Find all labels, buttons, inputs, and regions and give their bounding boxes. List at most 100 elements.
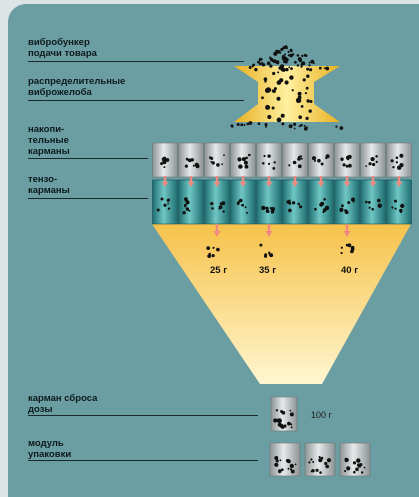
- granule: [313, 62, 315, 64]
- granule: [243, 160, 248, 165]
- tenzo-pocket: [204, 179, 230, 225]
- granule: [289, 463, 294, 469]
- granule: [184, 205, 187, 208]
- granule: [221, 163, 224, 166]
- granule: [312, 461, 315, 463]
- granule: [269, 64, 273, 68]
- granule: [311, 469, 315, 473]
- flow-arrows: [161, 176, 403, 237]
- granule: [306, 74, 310, 78]
- granule: [297, 164, 302, 169]
- granule: [182, 211, 186, 215]
- granule: [216, 163, 220, 167]
- discharge-arrow: [345, 224, 349, 232]
- granule: [377, 203, 382, 208]
- granule: [392, 166, 395, 169]
- granule: [286, 458, 290, 463]
- granule: [289, 409, 292, 412]
- granule: [280, 47, 284, 52]
- granule: [258, 57, 262, 62]
- granule: [291, 53, 295, 56]
- granule: [298, 125, 301, 128]
- granule: [236, 123, 240, 126]
- granule: [318, 458, 323, 463]
- granule: [345, 155, 350, 160]
- granule: [350, 249, 354, 254]
- granule: [194, 162, 199, 167]
- granule: [264, 80, 267, 83]
- granule: [318, 66, 322, 70]
- granule: [265, 209, 270, 213]
- granule: [208, 252, 211, 256]
- granule: [368, 162, 372, 166]
- granule: [305, 86, 309, 90]
- granule: [219, 202, 223, 206]
- granule: [165, 158, 170, 162]
- granule: [368, 206, 371, 209]
- granule: [274, 456, 279, 460]
- tenzo-pocket: [360, 179, 386, 225]
- label-vibrochutes: распределительные виброжелоба: [28, 76, 126, 98]
- down-arrow: [267, 176, 271, 183]
- granule: [308, 61, 311, 64]
- down-arrow-head: [213, 182, 221, 187]
- granule: [299, 205, 303, 209]
- granule: [288, 124, 293, 129]
- granule: [294, 463, 297, 466]
- granule: [397, 165, 402, 170]
- tenzo-pocket: [308, 179, 334, 225]
- granule: [372, 162, 376, 167]
- granule: [324, 205, 330, 211]
- granule: [367, 201, 371, 204]
- granule: [271, 106, 275, 110]
- granule: [293, 122, 297, 126]
- granule: [265, 125, 268, 128]
- granule: [395, 161, 399, 164]
- granule: [167, 198, 171, 202]
- down-arrow: [241, 176, 245, 183]
- granule: [347, 243, 352, 248]
- granule: [285, 67, 289, 72]
- granule: [287, 467, 290, 470]
- down-arrow: [345, 176, 349, 183]
- granule: [340, 246, 343, 249]
- granule: [184, 197, 188, 202]
- granule: [243, 124, 246, 126]
- granule: [288, 201, 292, 205]
- leader-dump-pocket: [28, 415, 258, 416]
- granule: [160, 162, 164, 166]
- granule: [377, 198, 381, 203]
- granule: [261, 63, 266, 67]
- granule: [272, 167, 276, 170]
- granule: [218, 205, 223, 210]
- granule: [290, 50, 293, 53]
- granule: [281, 122, 285, 126]
- granule: [375, 160, 378, 164]
- granule: [296, 64, 300, 67]
- granule: [246, 211, 248, 214]
- granule: [339, 126, 344, 130]
- granule: [301, 54, 304, 58]
- granule: [276, 80, 282, 85]
- granule: [284, 45, 288, 49]
- granule: [259, 243, 263, 247]
- granule: [287, 50, 290, 54]
- granule: [339, 207, 344, 212]
- granule: [251, 65, 254, 68]
- granule: [261, 61, 264, 64]
- down-arrow-head: [343, 182, 351, 187]
- granule: [314, 159, 316, 162]
- granule: [231, 125, 234, 128]
- accumulating-pocket: [282, 142, 308, 178]
- granule: [275, 459, 279, 463]
- collecting-funnel: [152, 224, 411, 384]
- granule: [267, 154, 270, 157]
- granule: [241, 203, 245, 207]
- granule: [300, 105, 304, 108]
- label-packing-module: модуль упаковки: [28, 438, 72, 460]
- label-accumulating-pockets: накопи- тельные карманы: [28, 124, 70, 157]
- granule: [315, 468, 319, 472]
- granule: [323, 67, 326, 69]
- granule: [265, 206, 269, 210]
- leader-vibrochutes: [28, 100, 244, 101]
